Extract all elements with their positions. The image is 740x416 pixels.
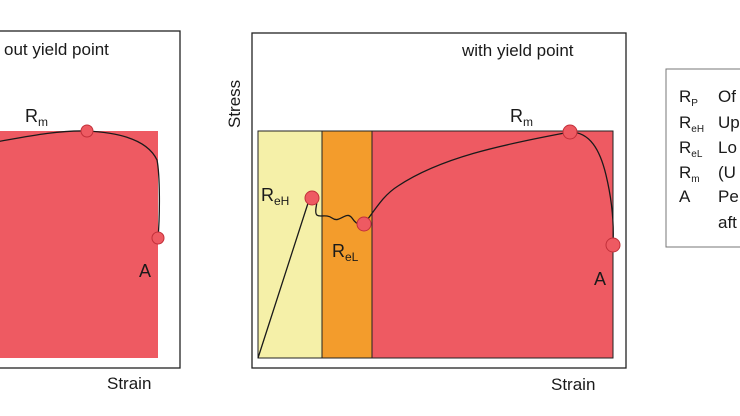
rel-symbol: R	[332, 241, 345, 261]
legend-symbol: R	[679, 138, 691, 157]
legend-subscript: P	[691, 98, 698, 109]
reh-marker	[304, 190, 320, 206]
legend-subscript: eH	[691, 124, 704, 135]
left-rm-marker	[80, 124, 94, 138]
left-rm-symbol: R	[25, 106, 38, 126]
rel-label: ReL	[332, 241, 359, 264]
reh-sub: eH	[274, 194, 289, 208]
left-a-marker	[151, 231, 165, 245]
rm-sub: m	[523, 115, 533, 129]
legend-subscript: m	[691, 174, 699, 185]
legend-symbol: R	[679, 113, 691, 132]
legend-box	[665, 68, 740, 248]
legend-text: Of	[718, 87, 736, 106]
legend-symbol: A	[679, 187, 691, 206]
legend-subscript: eL	[691, 149, 703, 160]
left-x-axis-label: Strain	[107, 374, 151, 393]
legend-text: Up	[718, 113, 740, 132]
right-stress-curve	[257, 131, 614, 359]
right-x-axis-label: Strain	[551, 375, 595, 394]
legend-item-a-cont: aft	[718, 213, 737, 232]
reh-symbol: R	[261, 185, 274, 205]
legend-text: Pe	[718, 187, 739, 206]
rel-marker	[356, 216, 372, 232]
legend-text: aft	[718, 213, 737, 232]
legend-symbol: R	[679, 87, 691, 106]
reh-label: ReH	[261, 185, 289, 208]
legend-item-rp: RP Of	[679, 87, 736, 109]
left-a-label: A	[139, 261, 151, 281]
right-panel: with yield point Stress Strain ReH ReL R…	[225, 32, 627, 394]
plastic-region	[371, 130, 614, 359]
rel-sub: eL	[345, 250, 359, 264]
left-plastic-region	[0, 131, 158, 358]
legend-text: (U	[718, 163, 736, 182]
a-marker	[605, 237, 621, 253]
left-panel: out yield point Rm A Strain	[0, 30, 181, 393]
right-panel-title: with yield point	[461, 41, 574, 60]
elastic-region	[257, 130, 323, 359]
left-rm-label: Rm	[25, 106, 48, 129]
left-stress-curve	[0, 130, 161, 239]
legend-symbol: R	[679, 163, 691, 182]
legend-item-reh: ReH Up	[679, 113, 740, 135]
legend-item-a: A Pe	[679, 187, 739, 206]
yield-region	[321, 130, 373, 359]
a-label: A	[594, 269, 606, 289]
legend-text: Lo	[718, 138, 737, 157]
y-axis-label: Stress	[225, 80, 244, 128]
legend-item-rm: Rm (U	[679, 163, 736, 185]
left-rm-sub: m	[38, 115, 48, 129]
rm-symbol: R	[510, 106, 523, 126]
legend-item-rel: ReL Lo	[679, 138, 737, 160]
left-panel-title: out yield point	[4, 40, 109, 59]
rm-marker	[562, 124, 578, 140]
rm-label: Rm	[510, 106, 533, 129]
